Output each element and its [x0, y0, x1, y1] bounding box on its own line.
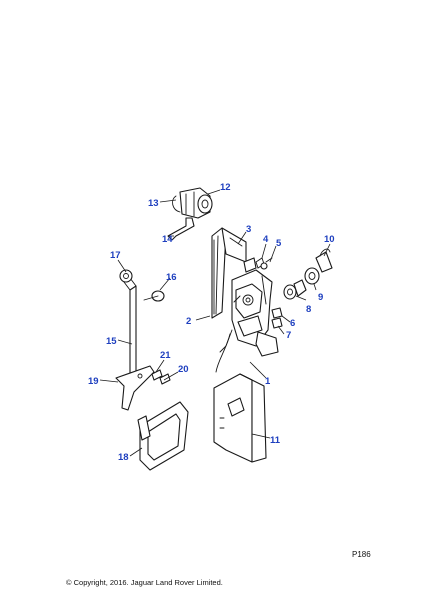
callout-19: 19: [88, 376, 99, 387]
callout-3: 3: [246, 224, 251, 235]
callout-16: 16: [166, 272, 177, 283]
callout-4: 4: [263, 234, 269, 245]
bolt-21-part: [151, 369, 163, 381]
callout-18: 18: [118, 452, 129, 463]
spring-clip-10-part: [315, 248, 333, 273]
door-channel-part: [211, 227, 247, 319]
screw-pair-part: [271, 307, 283, 329]
callout-17: 17: [110, 250, 121, 261]
mounting-bracket-part: [115, 365, 155, 411]
handle-bezel-part: [137, 401, 189, 471]
callout-20: 20: [178, 364, 189, 375]
bush-part: [283, 279, 307, 300]
callout-10: 10: [324, 234, 335, 245]
lock-barrel-part: [172, 187, 213, 219]
callout-11: 11: [270, 435, 281, 446]
door-latch-part: [215, 257, 279, 373]
callout-12: 12: [220, 182, 231, 193]
leader-lines: [99, 189, 331, 457]
callout-15: 15: [106, 336, 117, 347]
control-rod-part: [123, 277, 137, 377]
lock-actuator-arm-part: [167, 217, 195, 241]
striker-plate-part: [213, 373, 267, 463]
callout-13: 13: [148, 198, 159, 209]
copyright-notice: © Copyright, 2016. Jaguar Land Rover Lim…: [66, 578, 223, 587]
callout-21: 21: [160, 350, 171, 361]
spring-clip-part: [255, 257, 273, 270]
callout-labels: 1 2 3 4 5 6 7 8 9 10 11 12 13 14 15 16 1…: [88, 182, 335, 463]
callout-7: 7: [286, 330, 291, 341]
callout-8: 8: [306, 304, 311, 315]
callout-6: 6: [290, 318, 295, 329]
washer-part: [304, 267, 320, 285]
lock-knob-part: [143, 290, 165, 302]
plate-reference: P186: [352, 550, 371, 559]
grommet-part: [119, 269, 133, 283]
callout-5: 5: [276, 238, 282, 249]
callout-2: 2: [186, 316, 191, 327]
callout-1: 1: [265, 376, 271, 387]
callout-9: 9: [318, 292, 323, 303]
callout-14: 14: [162, 234, 173, 245]
